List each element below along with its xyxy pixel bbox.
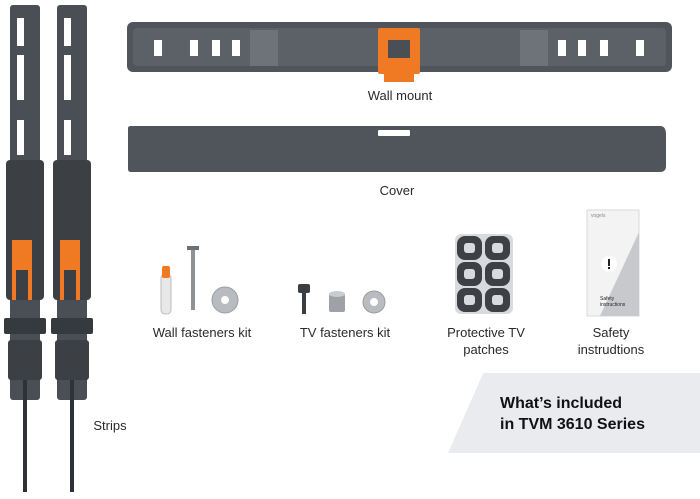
banner-line-1: What’s included — [500, 395, 623, 412]
banner-panel — [448, 373, 700, 453]
label-cover: Cover — [379, 183, 415, 198]
label-safety-1: Safety — [592, 325, 630, 340]
label-strips: Strips — [93, 418, 127, 433]
label-protective-patches-1: Protective TV — [447, 325, 525, 340]
banner-text: What’s included in TVM 3610 Series — [500, 393, 680, 435]
strip-right — [51, 5, 93, 492]
safety-booklet-image — [586, 209, 640, 317]
booklet-brand: vogels — [591, 213, 606, 219]
protective-patches-image — [455, 234, 513, 314]
wall-mount-image — [127, 22, 672, 82]
label-wall-fasteners: Wall fasteners kit — [152, 325, 252, 340]
label-wall-mount: Wall mount — [367, 88, 433, 103]
tv-fasteners-image — [298, 284, 386, 314]
wall-fasteners-image — [160, 246, 239, 315]
banner-line-2: in TVM 3610 Series — [500, 416, 645, 433]
label-protective-patches-2: patches — [463, 342, 509, 357]
label-safety-2: instrudtions — [577, 342, 645, 357]
cover-image — [128, 126, 666, 172]
label-tv-fasteners: TV fasteners kit — [299, 325, 391, 340]
strip-left — [4, 5, 46, 492]
booklet-title-2: instructions — [600, 302, 626, 308]
booklet-title-1: Safety — [600, 296, 615, 302]
